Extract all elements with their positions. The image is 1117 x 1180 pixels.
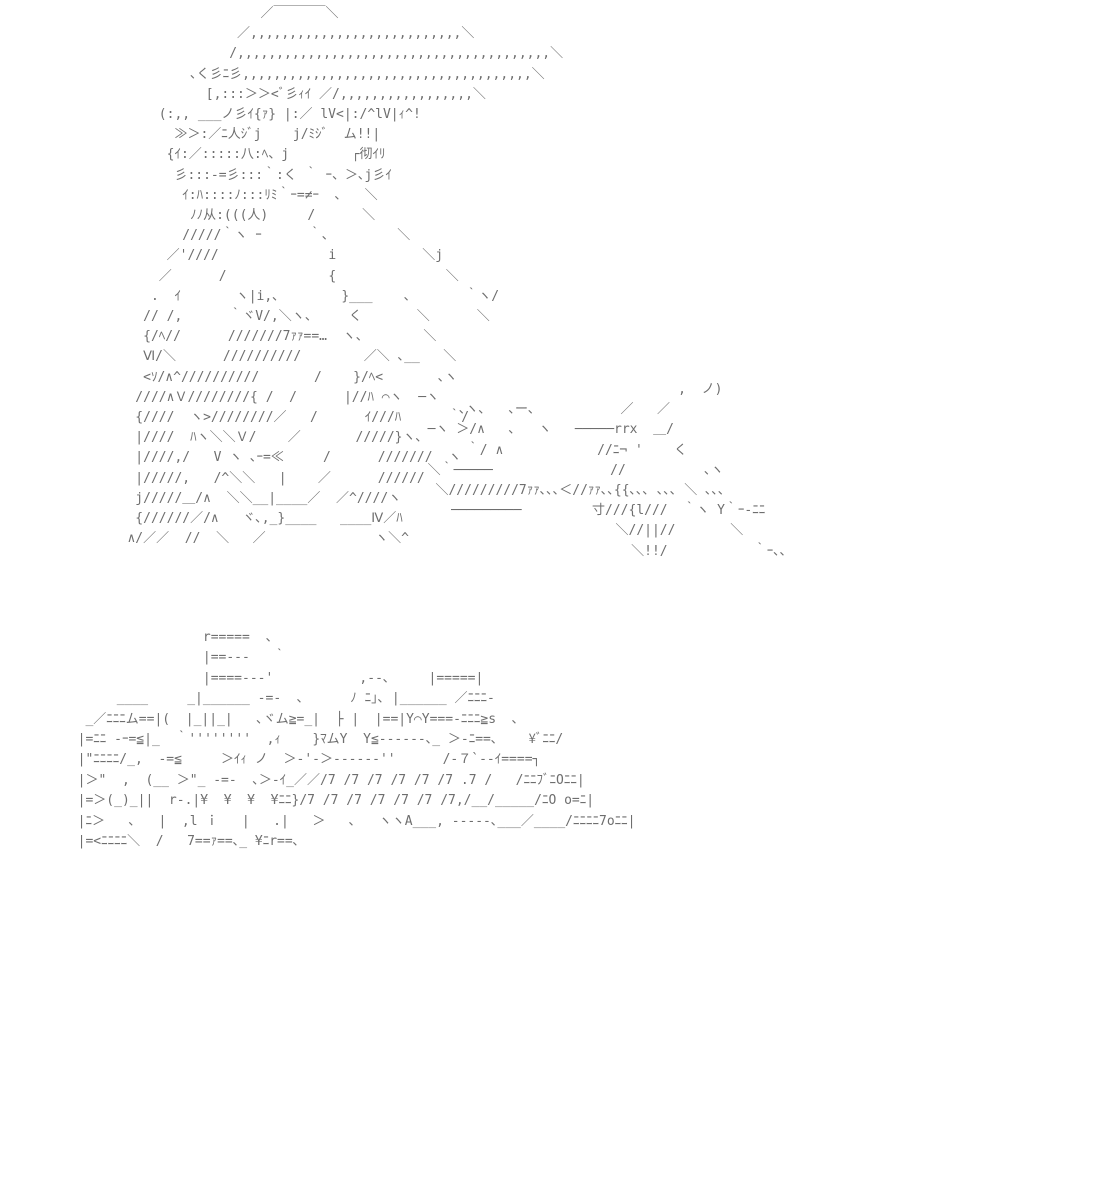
- ascii-art-cobra-bottle: r===== 、 |==--- ｀ |====---' ,--､ |=====|…: [77, 630, 636, 850]
- ascii-art-extended-leg: , ノ) ､ヽ､ ､ー､ ／ ／ ─ヽ ＞/∧ ､ ヽ ─────rrx ＿/ …: [427, 382, 787, 559]
- ascii-art-seated-figure: ／￣￣￣￣＼ ／,,,,,,,,,,,,,,,,,,,,,,,,,,,＼ /,,…: [127, 6, 564, 547]
